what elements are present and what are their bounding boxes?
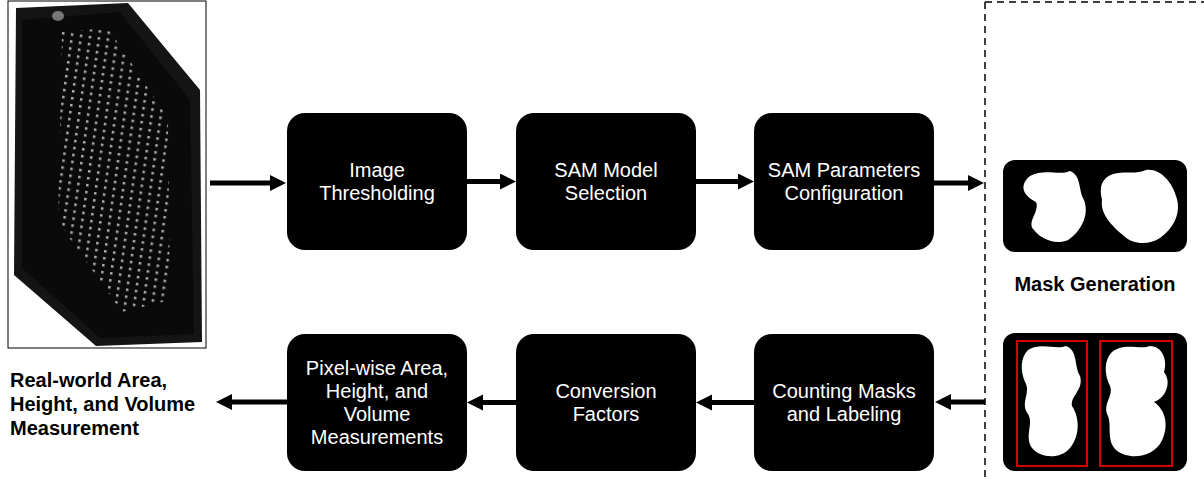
orthomosaic-field <box>14 3 202 346</box>
flow-arrow <box>696 179 744 184</box>
mask-image <box>1003 160 1187 252</box>
box-label: SAM Parameters Configuration <box>766 159 922 205</box>
image-frame <box>8 1 206 348</box>
orthomosaic-inner <box>22 12 194 338</box>
input-arrow <box>210 181 276 186</box>
process-box: Conversion Factors <box>516 334 696 471</box>
mask-blob <box>1106 346 1168 456</box>
process-box: SAM Model Selection <box>516 113 696 250</box>
mask-arrow <box>945 400 985 405</box>
bounding-box <box>1017 341 1087 466</box>
process-box: Image Thresholding <box>287 113 467 250</box>
output-arrow <box>226 400 287 405</box>
mask-arrow <box>934 181 974 186</box>
box-label: Conversion Factors <box>528 380 684 426</box>
box-label: Pixel-wise Area, Height, and Volume Meas… <box>299 357 455 449</box>
dashed-bracket <box>984 2 986 479</box>
flow-arrow <box>467 179 506 184</box>
output-label: Real-world Area, Height, and Volume Meas… <box>10 368 210 440</box>
box-content: SAM Parameters Configuration <box>766 159 922 205</box>
mask-blob <box>1023 171 1085 242</box>
process-box: Counting Masks and Labeling <box>754 334 934 471</box>
bounding-box <box>1100 341 1172 466</box>
section-label: Mask Generation <box>1000 272 1190 296</box>
mask-blob <box>1101 170 1178 243</box>
box-content: SAM Model Selection <box>528 159 684 205</box>
box-content: Pixel-wise Area, Height, and Volume Meas… <box>299 357 455 449</box>
box-label: SAM Model Selection <box>528 159 684 205</box>
process-box: SAM Parameters Configuration <box>754 113 934 250</box>
box-label: Counting Masks and Labeling <box>766 380 922 426</box>
flow-arrow <box>706 400 754 405</box>
dashed-bracket <box>985 1 1204 3</box>
box-content: Counting Masks and Labeling <box>766 380 922 426</box>
mask-blob <box>1022 346 1081 456</box>
plant-dots <box>58 28 170 312</box>
process-box: Pixel-wise Area, Height, and Volume Meas… <box>287 334 467 471</box>
mask-image <box>1003 333 1187 471</box>
flow-arrow <box>477 400 516 405</box>
box-content: Image Thresholding <box>299 159 455 205</box>
box-label: Image Thresholding <box>299 159 455 205</box>
bright-spot <box>52 11 64 21</box>
box-content: Conversion Factors <box>528 380 684 426</box>
